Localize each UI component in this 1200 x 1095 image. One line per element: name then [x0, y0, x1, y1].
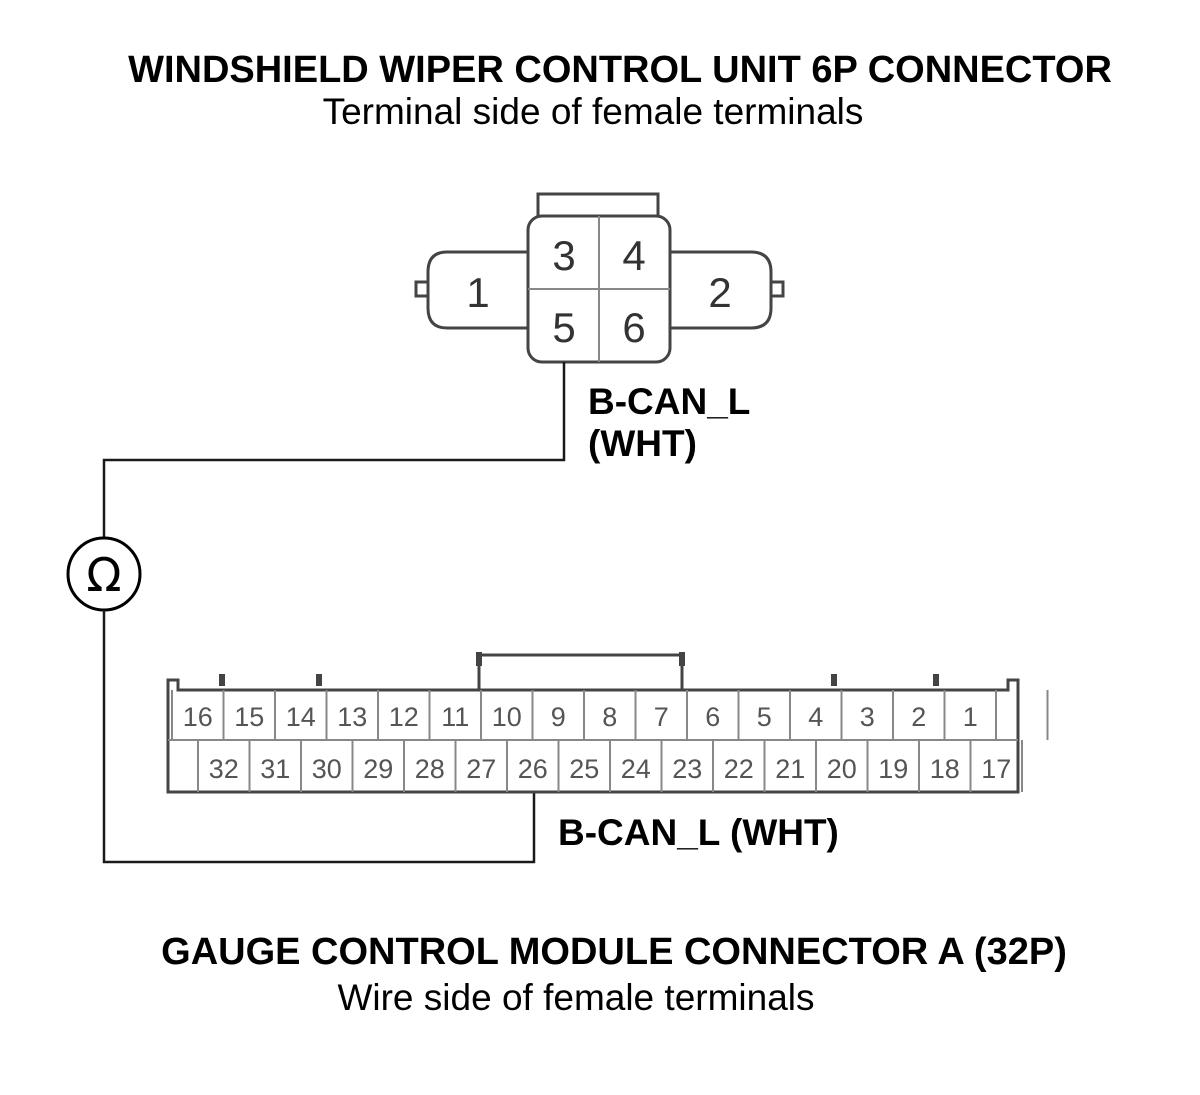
- connector-6p-right-lobe: [666, 250, 773, 330]
- pin-32p-16: 16: [183, 702, 213, 732]
- pin-32p-12: 12: [389, 702, 419, 732]
- pin-32p-30: 30: [312, 754, 342, 784]
- pin-32p-20: 20: [827, 754, 857, 784]
- top-wire-label-line2: (WHT): [588, 423, 697, 464]
- top-wire-label-line1: B-CAN_L: [588, 381, 750, 422]
- pin-32p-27: 27: [466, 754, 496, 784]
- pin-32p-1: 1: [963, 702, 978, 732]
- pin-6p-4: 4: [622, 232, 645, 279]
- pin-32p-4: 4: [808, 702, 823, 732]
- pin-32p-10: 10: [492, 702, 522, 732]
- pin-6p-3: 3: [552, 232, 575, 279]
- pin-32p-15: 15: [234, 702, 264, 732]
- pin-32p-2: 2: [911, 702, 926, 732]
- connector-32p-latch-post-left: [476, 652, 482, 666]
- ohmmeter-icon: Ω: [66, 536, 142, 612]
- connector-32p-tab-2: [316, 674, 322, 686]
- pin-32p-31: 31: [260, 754, 290, 784]
- connector-6p-latch: [536, 192, 660, 218]
- connector-32p-latch-post-right: [679, 652, 685, 666]
- pin-32p-3: 3: [860, 702, 875, 732]
- pin-32p-22: 22: [724, 754, 754, 784]
- pin-32p-21: 21: [775, 754, 805, 784]
- bottom-connector-title: GAUGE CONTROL MODULE CONNECTOR A (32P): [161, 931, 1067, 973]
- top-connector-title: WINDSHIELD WIPER CONTROL UNIT 6P CONNECT…: [128, 49, 1112, 91]
- connector-6p-right-tab: [769, 280, 785, 298]
- pin-32p-5: 5: [757, 702, 772, 732]
- top-connector-subtitle: Terminal side of female terminals: [323, 91, 864, 132]
- connector-6p: 1 2 3 4 5 6: [414, 192, 785, 364]
- pin-32p-28: 28: [415, 754, 445, 784]
- connector-32p-latch: [477, 653, 684, 700]
- pin-32p-29: 29: [363, 754, 393, 784]
- pin-32p-14: 14: [286, 702, 316, 732]
- pin-32p-23: 23: [672, 754, 702, 784]
- pin-32p-32: 32: [209, 754, 239, 784]
- wire-bottom: [102, 610, 536, 864]
- bottom-connector-subtitle: Wire side of female terminals: [337, 977, 814, 1018]
- pin-6p-6: 6: [622, 304, 645, 351]
- connector-32p-top-row-labels: 16 15 14 13 12 11 10 9 8 7 6 5 4 3 2 1: [183, 702, 978, 732]
- connector-6p-left-lobe: [426, 250, 532, 330]
- wire-top: [102, 362, 566, 542]
- bottom-wire-label: B-CAN_L (WHT): [558, 812, 839, 853]
- connector-32p-tab-4: [933, 674, 939, 686]
- connector-32p-body: [166, 678, 1020, 794]
- pin-6p-2: 2: [708, 269, 731, 316]
- pin-32p-17: 17: [981, 754, 1011, 784]
- pin-32p-7: 7: [654, 702, 669, 732]
- pin-32p-26: 26: [518, 754, 548, 784]
- pin-32p-18: 18: [930, 754, 960, 784]
- pin-32p-24: 24: [621, 754, 651, 784]
- pin-32p-19: 19: [878, 754, 908, 784]
- pin-6p-1: 1: [466, 269, 489, 316]
- pin-32p-8: 8: [602, 702, 617, 732]
- connector-6p-left-tab: [414, 280, 430, 298]
- connector-32p-tab-3: [831, 674, 837, 686]
- connector-32p-bottom-row-grid: [197, 740, 1023, 792]
- ohm-symbol: Ω: [86, 548, 121, 602]
- pin-32p-13: 13: [337, 702, 367, 732]
- pin-32p-25: 25: [569, 754, 599, 784]
- pin-6p-5: 5: [552, 304, 575, 351]
- connector-32p-top-row-grid: [171, 690, 1049, 740]
- connector-32p-tab-1: [219, 674, 225, 686]
- pin-32p-11: 11: [441, 702, 469, 732]
- pin-32p-9: 9: [551, 702, 566, 732]
- pin-32p-6: 6: [705, 702, 720, 732]
- connector-32p-bottom-row-labels: 32 31 30 29 28 27 26 25 24 23 22 21 20 19 18 17: [209, 754, 1012, 784]
